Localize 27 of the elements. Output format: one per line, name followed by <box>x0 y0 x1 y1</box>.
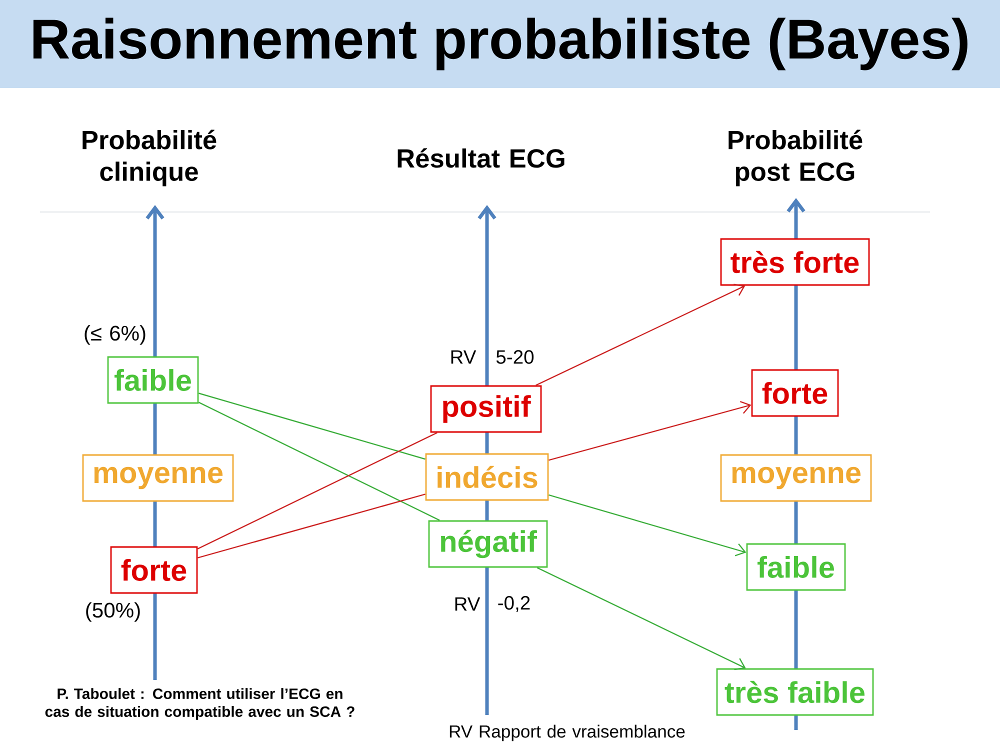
label-box: forte <box>751 369 839 417</box>
label-box: moyenne <box>720 454 872 502</box>
label-box: moyenne <box>82 454 234 502</box>
label-box: positif <box>430 385 542 433</box>
source-note: P. Taboulet : Comment utiliser l’ECG en cas de situation compatible avec un SCA ? <box>45 688 354 720</box>
column-heading: Probabilité clinique <box>82 130 216 186</box>
connector-arrow <box>548 400 752 461</box>
annotation-text: RV <box>451 350 476 364</box>
label-box: faible <box>746 543 846 591</box>
label-box: très faible <box>716 668 874 716</box>
label-box: négatif <box>428 520 548 568</box>
annotation-text: (≤ 6%) <box>84 325 146 345</box>
column-heading: Résultat ECG <box>398 148 564 168</box>
annotation-text: RV Rapport de vraisemblance <box>450 724 685 742</box>
annotation-text: RV <box>455 597 480 611</box>
title-banner: Raisonnement probabiliste (Bayes) <box>0 0 1000 88</box>
label-box: forte <box>110 546 198 594</box>
column-heading: Probabilité post ECG <box>728 130 862 186</box>
label-box: faible <box>107 356 199 404</box>
connector-arrow <box>548 494 746 556</box>
connector-arrow <box>536 567 746 670</box>
annotation-text: -0,2 <box>498 596 530 612</box>
connector-arrow <box>536 284 746 386</box>
label-box: indécis <box>425 453 549 501</box>
label-box: très forte <box>720 238 870 286</box>
annotation-text: (50%) <box>86 602 140 622</box>
annotation-text: 5-20 <box>496 350 534 364</box>
